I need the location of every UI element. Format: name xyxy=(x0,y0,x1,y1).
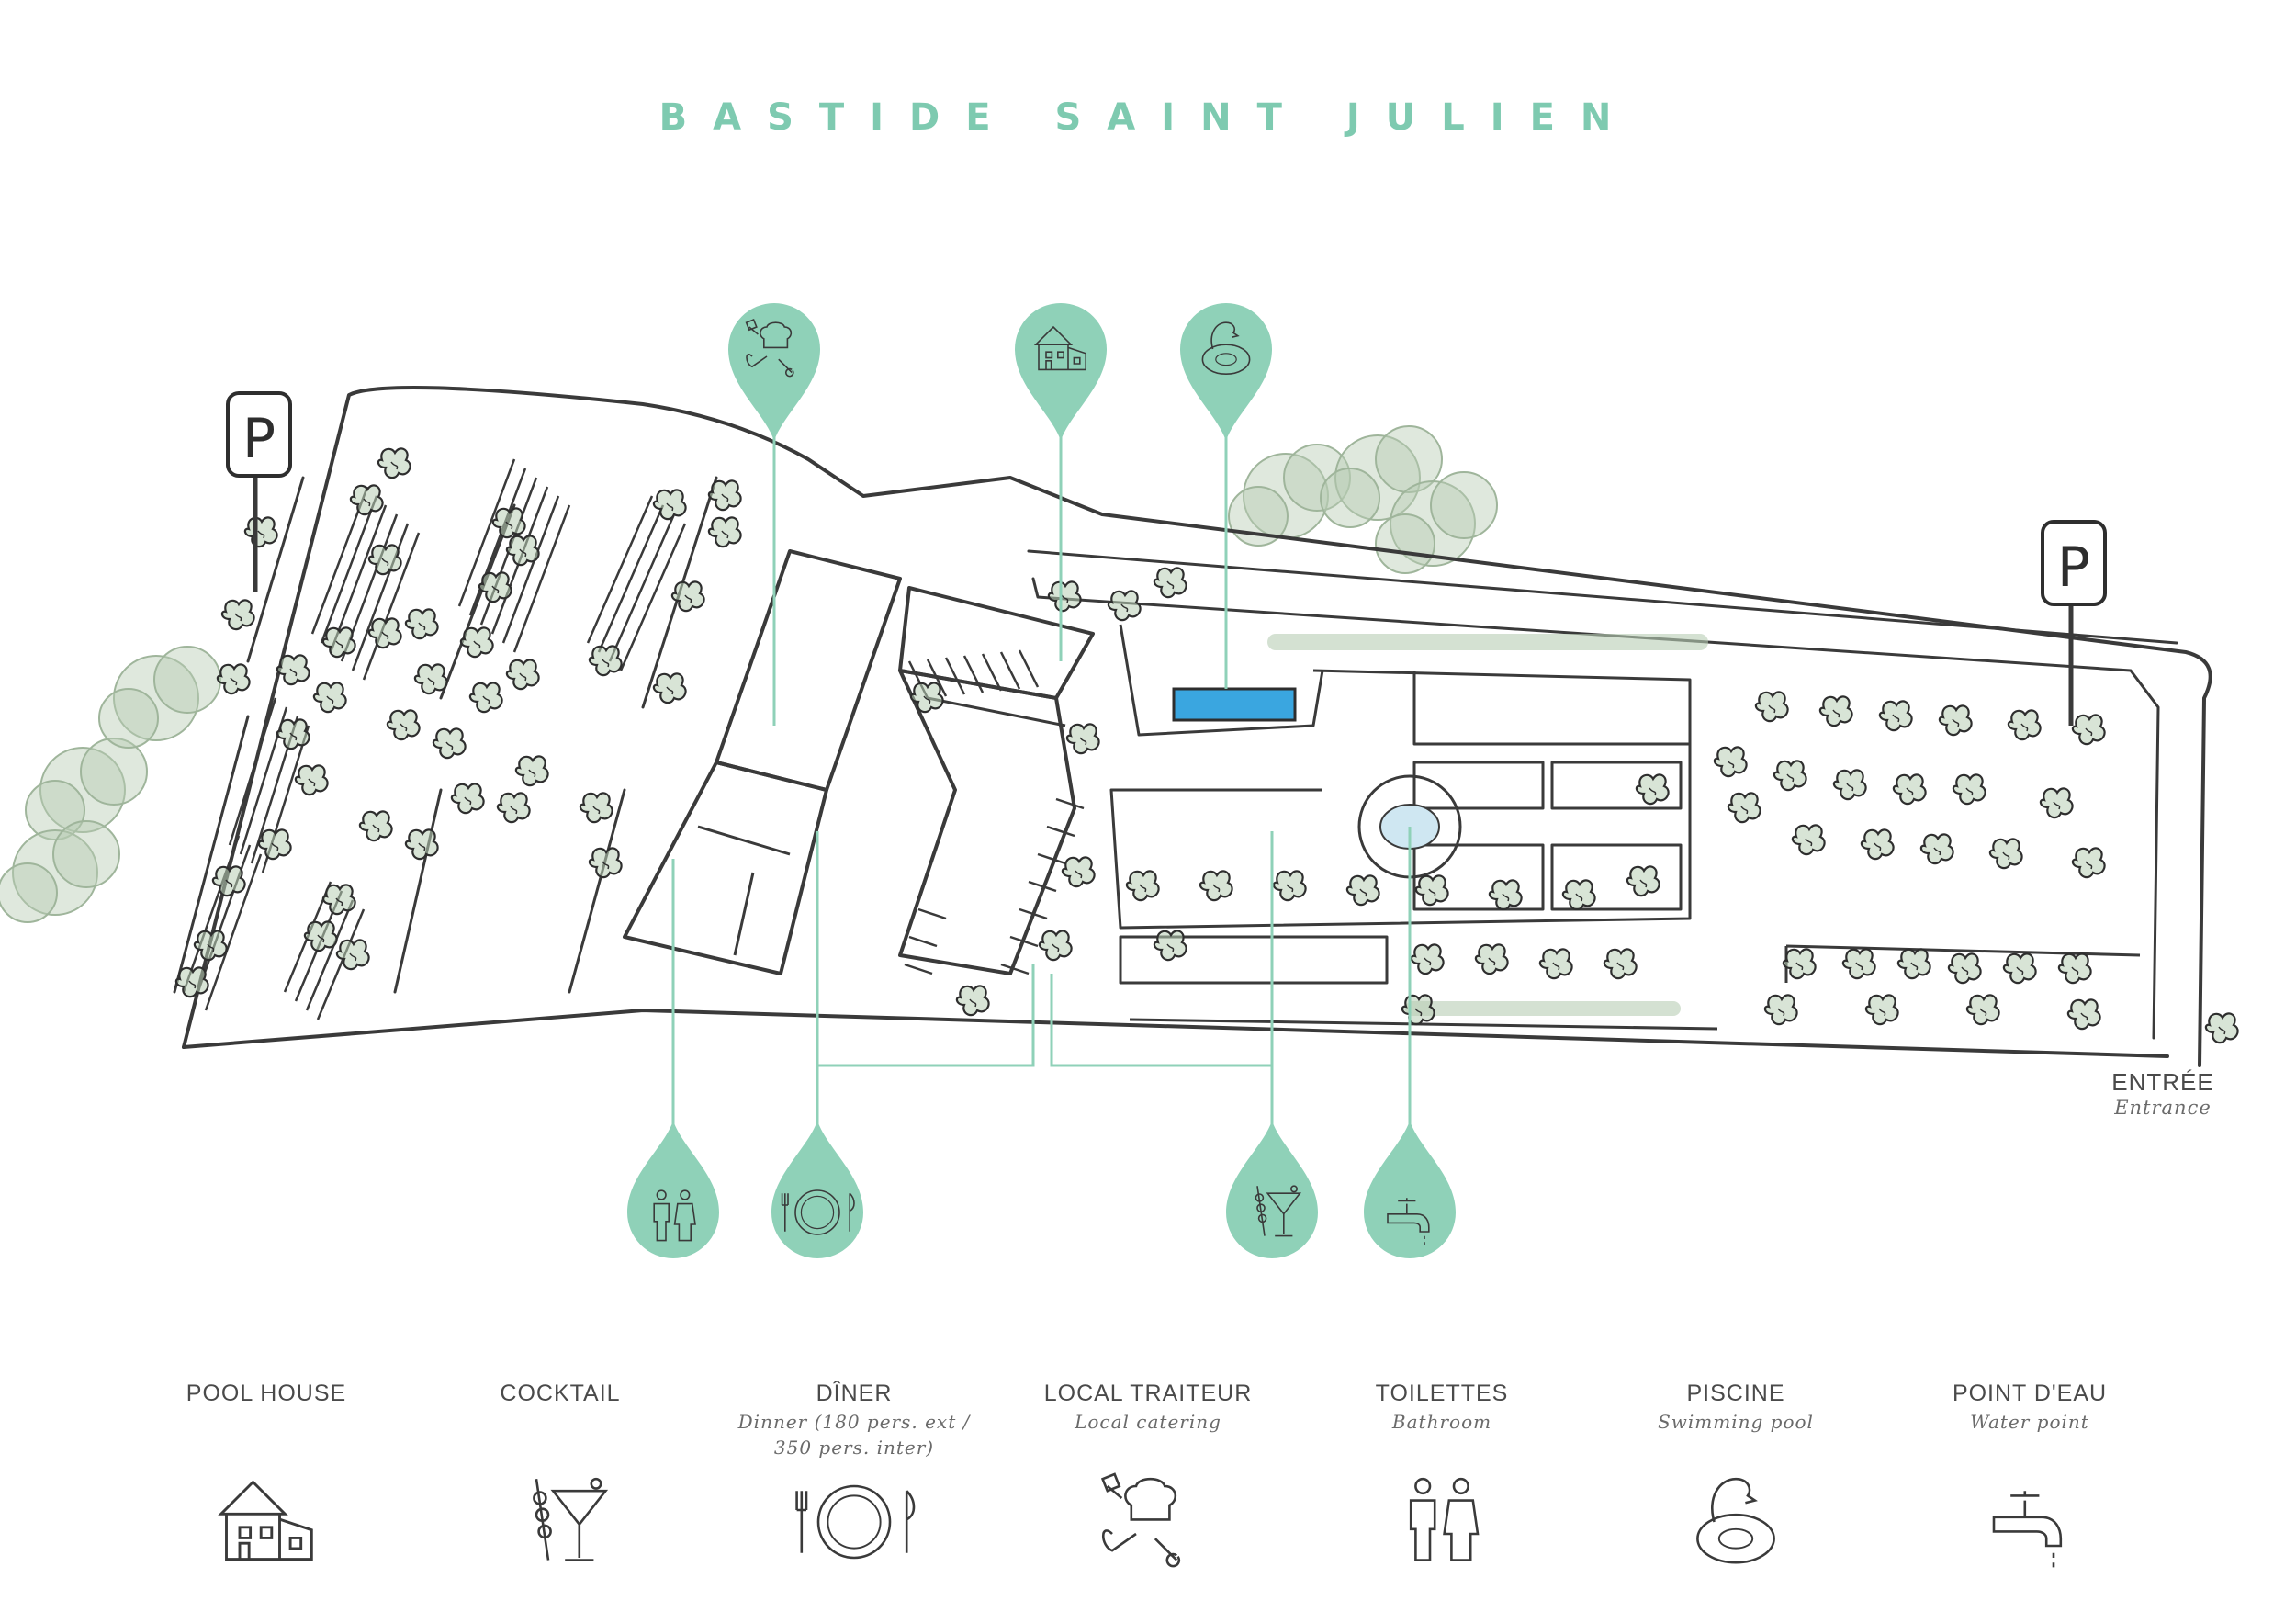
marker-local-catering[interactable] xyxy=(728,303,820,441)
legend-label: LOCAL TRAITEUR xyxy=(1043,1381,1253,1406)
parking-sign-right: P xyxy=(2041,520,2107,726)
parking-sign-left: P xyxy=(226,391,292,592)
marker-toilets[interactable] xyxy=(627,1121,719,1258)
flamingo-float-icon xyxy=(1667,1471,1805,1572)
legend-sublabel: Dinner (180 pers. ext / 350 pers. inter) xyxy=(737,1411,971,1459)
hatched-ramps xyxy=(904,649,1085,975)
legend-label: DÎNER xyxy=(816,1381,893,1406)
legend-item-dinner: DÎNER Dinner (180 pers. ext / 350 pers. … xyxy=(716,1378,992,1598)
parking-sign-label: P xyxy=(2057,535,2090,600)
entrance-label-fr: ENTRÉE xyxy=(2111,1068,2214,1096)
legend-item-cocktail: COCKTAIL xyxy=(422,1378,698,1598)
pool-house-icon xyxy=(197,1471,335,1572)
legend-label: POOL HOUSE xyxy=(186,1381,347,1406)
swimming-pool xyxy=(1172,687,1297,722)
marker-cocktail[interactable] xyxy=(1226,1121,1318,1258)
site-outline xyxy=(173,386,2212,1067)
marker-swimming-pool[interactable] xyxy=(1180,303,1272,441)
legend-item-swimming-pool: PISCINE Swimming pool xyxy=(1598,1378,1874,1598)
marker-leaders xyxy=(671,413,1412,1130)
parking-sign-label: P xyxy=(242,407,276,471)
hedges xyxy=(1267,634,1708,1016)
marker-dinner[interactable] xyxy=(771,1121,863,1258)
marker-pool-house[interactable] xyxy=(1015,303,1107,441)
water-tap-icon xyxy=(1961,1471,2099,1572)
toilets-icon xyxy=(1373,1471,1511,1572)
legend-item-pool-house: POOL HOUSE xyxy=(129,1378,404,1598)
legend-label: COCKTAIL xyxy=(500,1381,621,1406)
local-catering-icon xyxy=(1079,1471,1217,1572)
legend-item-local-catering: LOCAL TRAITEUR Local catering xyxy=(1010,1378,1286,1598)
legend: POOL HOUSE COCKTAIL DÎNER Dinner (180 pe… xyxy=(129,1378,2167,1598)
legend-label: PISCINE xyxy=(1686,1381,1785,1406)
legend-item-water-point: POINT D'EAU Water point xyxy=(1892,1378,2167,1598)
cocktail-glass-icon xyxy=(491,1471,629,1572)
dinner-plate-icon xyxy=(785,1471,923,1572)
marker-water-point[interactable] xyxy=(1364,1121,1456,1258)
legend-sublabel: Water point xyxy=(1970,1411,2089,1433)
legend-sublabel: Local catering xyxy=(1075,1411,1221,1433)
legend-item-toilets: TOILETTES Bathroom xyxy=(1304,1378,1580,1598)
legend-sublabel: Swimming pool xyxy=(1658,1411,1814,1433)
entrance-label: ENTRÉE Entrance xyxy=(2103,1068,2223,1119)
main-buildings xyxy=(623,549,2141,1031)
legend-sublabel: Bathroom xyxy=(1391,1411,1492,1433)
legend-label: TOILETTES xyxy=(1375,1381,1509,1406)
legend-label: POINT D'EAU xyxy=(1952,1381,2108,1406)
map-title: BASTIDE SAINT JULIEN xyxy=(658,96,1638,139)
entrance-label-en: Entrance xyxy=(2114,1097,2212,1119)
